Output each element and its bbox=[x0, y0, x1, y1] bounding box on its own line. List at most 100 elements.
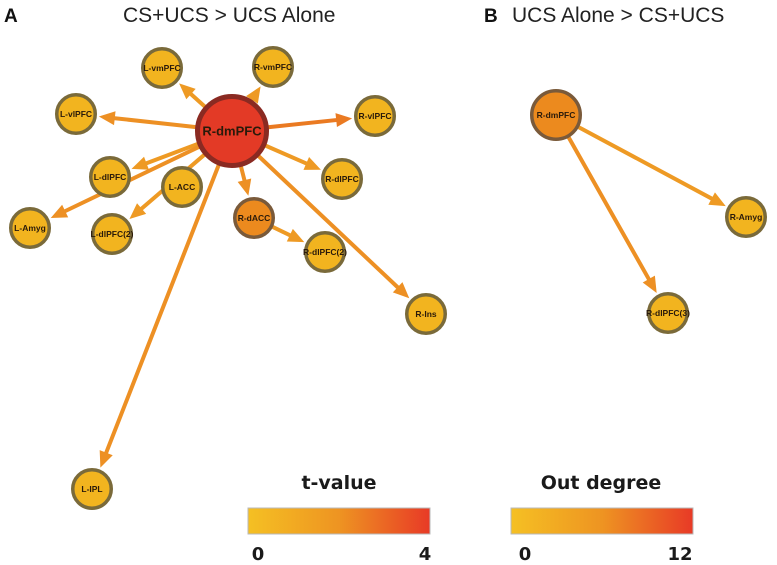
node-label: R-Ins bbox=[415, 309, 437, 319]
node-label: L-dlPFC bbox=[94, 172, 127, 182]
legend-out-degree-bar bbox=[510, 507, 694, 535]
legend-t-value-min: 0 bbox=[252, 544, 265, 565]
legend-t-value-bar bbox=[247, 507, 431, 535]
edge-R-dmPFC-to-R-Ins bbox=[255, 153, 410, 299]
node-label: R-vlPFC bbox=[358, 111, 391, 121]
edge-line bbox=[63, 144, 203, 214]
edge-R-dmPFC-to-R-Amyg bbox=[575, 124, 726, 207]
node-circle bbox=[647, 292, 689, 334]
edge-arrowhead bbox=[98, 111, 116, 126]
edge-R-dmPFC-to-R-dlPFC bbox=[262, 142, 321, 170]
node-circle bbox=[725, 196, 767, 238]
panel-a-title: CS+UCS > UCS Alone bbox=[123, 4, 335, 27]
legend-out-degree-title: Out degree bbox=[541, 472, 662, 494]
node-L-ACC: L-ACC bbox=[161, 166, 203, 208]
node-label: R-Amyg bbox=[730, 212, 763, 222]
node-label: R-dmPFC bbox=[537, 110, 576, 120]
edge-R-dmPFC-to-L-vlPFC bbox=[98, 111, 200, 130]
edge-arrowhead bbox=[179, 83, 196, 100]
edge-R-dmPFC-to-L-vmPFC bbox=[179, 83, 208, 110]
node-circle bbox=[141, 47, 183, 89]
legend-t-value: t-value 0 4 bbox=[247, 472, 432, 565]
node-R-vmPFC: R-vmPFC bbox=[252, 46, 294, 88]
legend-t-value-max: 4 bbox=[419, 544, 432, 565]
edge-arrowhead bbox=[642, 275, 657, 293]
node-R-dlPFC(2): R-dlPFC(2) bbox=[303, 231, 347, 273]
panel-b-letter: B bbox=[484, 6, 498, 27]
edge-R-dmPFC-to-R-vlPFC bbox=[264, 113, 353, 130]
panel-b-title: UCS Alone > CS+UCS bbox=[512, 4, 724, 27]
legend-out-degree-min: 0 bbox=[519, 544, 532, 565]
node-R-Amyg: R-Amyg bbox=[725, 196, 767, 238]
edge-arrowhead bbox=[286, 228, 305, 243]
node-label: L-vlPFC bbox=[60, 109, 92, 119]
edge-R-dmPFC-to-L-Amyg bbox=[50, 144, 203, 219]
node-label: R-dlPFC(2) bbox=[303, 247, 347, 257]
node-circle bbox=[55, 93, 97, 135]
edge-line bbox=[575, 124, 714, 201]
edge-arrowhead bbox=[303, 156, 321, 170]
node-circle bbox=[304, 231, 346, 273]
node-R-dACC: R-dACC bbox=[233, 197, 275, 239]
edge-line bbox=[269, 224, 292, 238]
edge-R-dACC-to-R-dlPFC(2) bbox=[269, 224, 305, 243]
edge-line bbox=[262, 142, 309, 166]
node-R-dmPFC: R-dmPFC bbox=[195, 94, 269, 168]
node-R-dlPFC: R-dlPFC bbox=[321, 158, 363, 200]
node-circle bbox=[71, 468, 113, 510]
node-L-vlPFC: L-vlPFC bbox=[55, 93, 97, 135]
node-label: L-Amyg bbox=[14, 223, 46, 233]
node-R-dmPFC: R-dmPFC bbox=[530, 89, 582, 141]
node-label: L-dlPFC(2) bbox=[91, 229, 134, 239]
node-label: R-dlPFC(3) bbox=[646, 308, 690, 318]
edge-arrowhead bbox=[708, 192, 726, 207]
panel-a-letter: A bbox=[4, 6, 18, 27]
node-circle bbox=[530, 89, 582, 141]
node-circle bbox=[321, 158, 363, 200]
node-L-vmPFC: L-vmPFC bbox=[141, 47, 183, 89]
panel-a-nodes: R-dmPFC L-vmPFC R-vmPFC L-vlPFC R-vlPFC L-dlP… bbox=[9, 46, 447, 510]
panel-b-edges bbox=[565, 124, 726, 293]
edge-R-dmPFC-to-R-dlPFC(3) bbox=[565, 133, 657, 293]
edge-arrowhead bbox=[99, 450, 113, 468]
node-circle bbox=[161, 166, 203, 208]
edge-arrowhead bbox=[50, 204, 69, 219]
node-label: L-ACC bbox=[169, 182, 195, 192]
node-circle bbox=[195, 94, 269, 168]
edge-line bbox=[188, 92, 208, 110]
edge-arrowhead bbox=[237, 178, 252, 196]
node-circle bbox=[9, 207, 51, 249]
edge-line bbox=[264, 118, 339, 130]
legend-t-value-title: t-value bbox=[301, 472, 376, 494]
node-R-Ins: R-Ins bbox=[405, 293, 447, 335]
node-label: R-dmPFC bbox=[202, 124, 262, 139]
node-L-dlPFC(2): L-dlPFC(2) bbox=[91, 213, 134, 255]
node-circle bbox=[91, 213, 133, 255]
node-circle bbox=[233, 197, 275, 239]
node-label: L-IPL bbox=[81, 484, 102, 494]
edge-line bbox=[238, 162, 247, 183]
node-label: L-vmPFC bbox=[143, 63, 180, 73]
edge-arrowhead bbox=[131, 156, 149, 170]
edge-arrowhead bbox=[392, 282, 410, 299]
node-circle bbox=[405, 293, 447, 335]
legend-out-degree-max: 12 bbox=[667, 544, 692, 565]
node-label: R-dlPFC bbox=[325, 174, 359, 184]
edge-line bbox=[565, 133, 651, 282]
edge-R-dmPFC-to-R-dACC bbox=[237, 162, 252, 196]
legend-out-degree: Out degree 0 12 bbox=[510, 472, 694, 565]
node-L-IPL: L-IPL bbox=[71, 468, 113, 510]
node-L-Amyg: L-Amyg bbox=[9, 207, 51, 249]
edge-arrowhead bbox=[129, 203, 147, 220]
edge-line bbox=[104, 161, 222, 455]
edge-R-dmPFC-to-L-dlPFC bbox=[131, 141, 202, 170]
node-circle bbox=[89, 156, 131, 198]
node-circle bbox=[354, 95, 396, 137]
node-L-dlPFC: L-dlPFC bbox=[89, 156, 131, 198]
edge-line bbox=[144, 141, 202, 166]
node-circle bbox=[252, 46, 294, 88]
edge-arrowhead bbox=[335, 113, 353, 128]
edge-line bbox=[255, 153, 400, 290]
